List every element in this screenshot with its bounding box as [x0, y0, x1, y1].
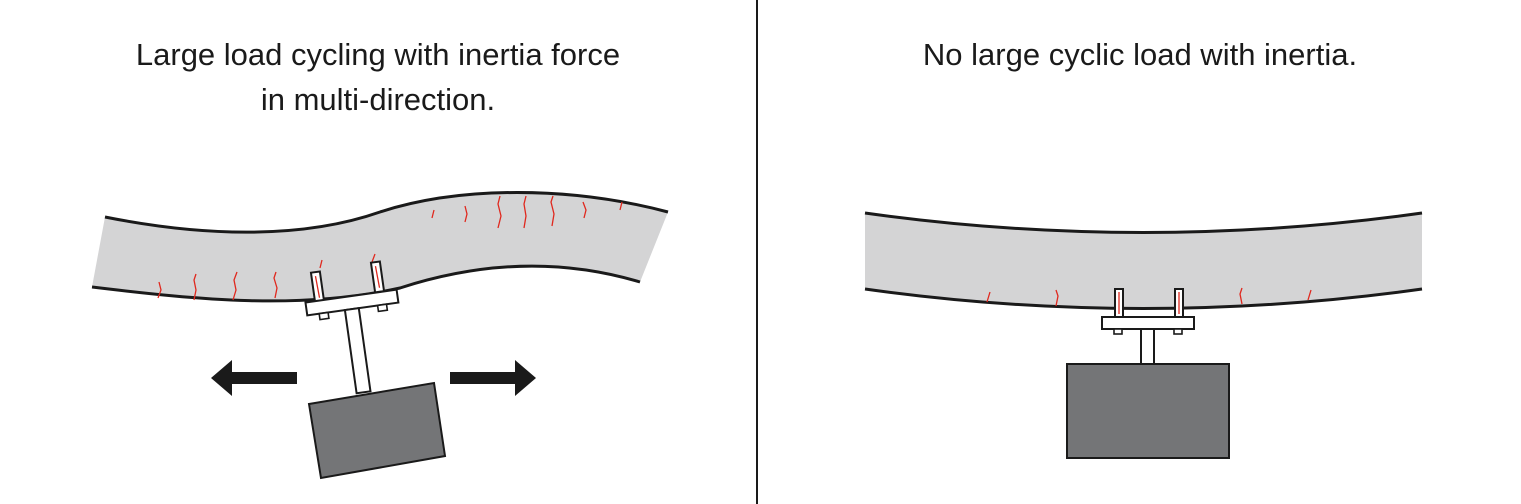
hanger-rod — [1140, 328, 1155, 365]
nut — [318, 311, 330, 321]
crack — [523, 195, 527, 229]
left-suspended-mass — [307, 381, 447, 480]
left-beam-top-edge — [104, 191, 669, 234]
crack — [232, 271, 238, 301]
anchor-bolt-crack — [374, 265, 381, 288]
nut — [1173, 328, 1183, 335]
anchor-bolt-crack — [314, 275, 321, 298]
right-drawing — [864, 211, 1423, 459]
right-caption: No large cyclic load with inertia. — [759, 32, 1521, 77]
right-beam — [865, 213, 1422, 309]
right-beam-bottom-edge — [864, 287, 1423, 310]
crack — [319, 259, 323, 269]
left-panel: Large load cycling with inertia force in… — [0, 0, 756, 504]
panel-divider — [756, 0, 758, 504]
crack — [273, 271, 278, 299]
crack — [431, 209, 435, 219]
crack — [550, 195, 555, 227]
crack — [193, 273, 197, 301]
right-caption-line1: No large cyclic load with inertia. — [922, 37, 1358, 72]
crack — [464, 205, 468, 223]
crack — [619, 201, 623, 211]
nut — [1113, 328, 1123, 335]
crack — [497, 195, 502, 229]
right-arrow-icon — [450, 360, 536, 396]
right-anchor-bolts — [1114, 288, 1184, 318]
crack — [371, 253, 376, 263]
right-cracks — [986, 287, 1312, 307]
right-panel: No large cyclic load with inertia. — [759, 0, 1521, 504]
crack — [582, 201, 587, 219]
right-beam-top-edge — [864, 211, 1423, 234]
crack — [1239, 287, 1243, 305]
left-caption-line2: in multi-direction. — [260, 82, 496, 117]
left-arrow-icon — [211, 360, 297, 396]
base-plate — [1101, 316, 1195, 330]
left-rod-and-mass — [343, 306, 372, 395]
left-drawing — [91, 191, 669, 480]
nut — [376, 303, 389, 313]
right-suspended-mass — [1066, 363, 1230, 459]
hanger-rod — [343, 306, 372, 395]
crack — [1055, 289, 1059, 307]
crack — [157, 281, 162, 299]
left-caption: Large load cycling with inertia force in… — [0, 32, 756, 122]
crack — [1307, 289, 1312, 301]
crack — [986, 291, 991, 303]
left-caption-line1: Large load cycling with inertia force — [135, 37, 621, 72]
left-beam-bottom-edge — [91, 264, 641, 303]
left-cracks — [157, 195, 623, 301]
